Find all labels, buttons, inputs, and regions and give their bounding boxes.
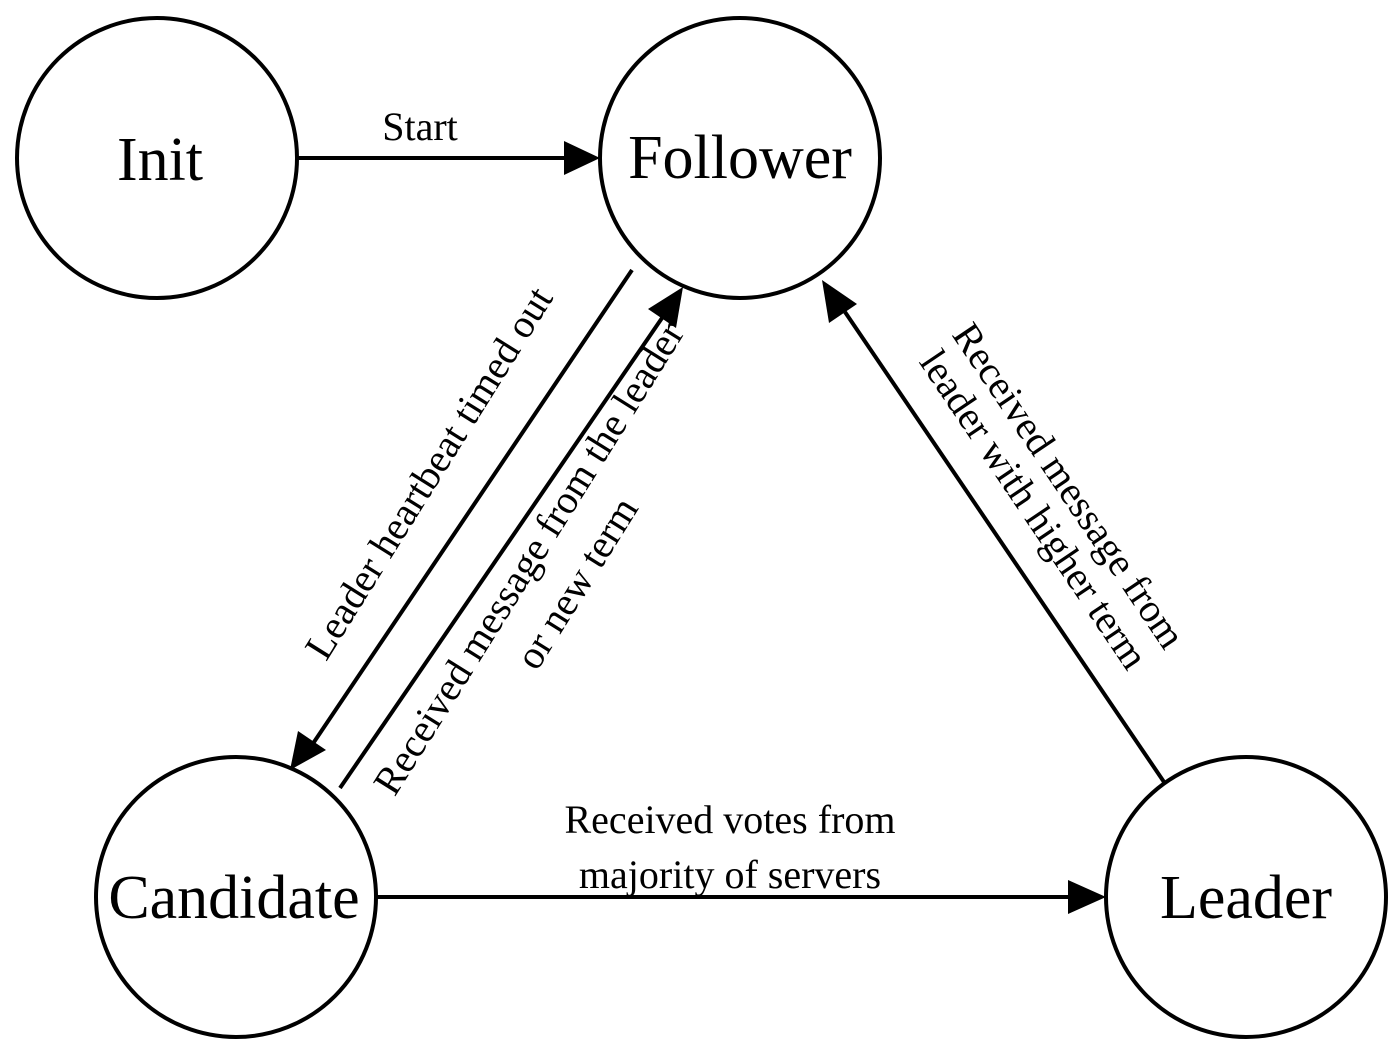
node-candidate-label: Candidate xyxy=(108,864,359,932)
edge-votes-line2: majority of servers xyxy=(579,852,881,897)
edge-init-to-follower: Start xyxy=(297,104,600,175)
node-follower: Follower xyxy=(598,16,882,300)
arrowhead xyxy=(1068,880,1106,914)
node-leader: Leader xyxy=(1104,755,1388,1039)
node-leader-label: Leader xyxy=(1160,864,1332,932)
edge-candidate-to-leader: Received votes from majority of servers xyxy=(376,797,1106,914)
arrowhead xyxy=(290,731,326,770)
arrowhead xyxy=(648,287,683,328)
edge-received-leader-line1: Received message from the leader xyxy=(364,313,693,802)
node-init-label: Init xyxy=(117,126,203,194)
node-init: Init xyxy=(15,16,299,300)
edge-start-label: Start xyxy=(382,104,458,149)
edge-leader-to-follower: Received message from leader with higher… xyxy=(822,280,1195,784)
edge-higher-term-line1: Received message from xyxy=(944,314,1195,656)
arrowhead xyxy=(822,280,857,323)
node-candidate: Candidate xyxy=(94,755,378,1039)
edge-votes-line1: Received votes from xyxy=(565,797,896,842)
node-follower-label: Follower xyxy=(628,124,852,192)
arrowhead xyxy=(564,141,600,175)
